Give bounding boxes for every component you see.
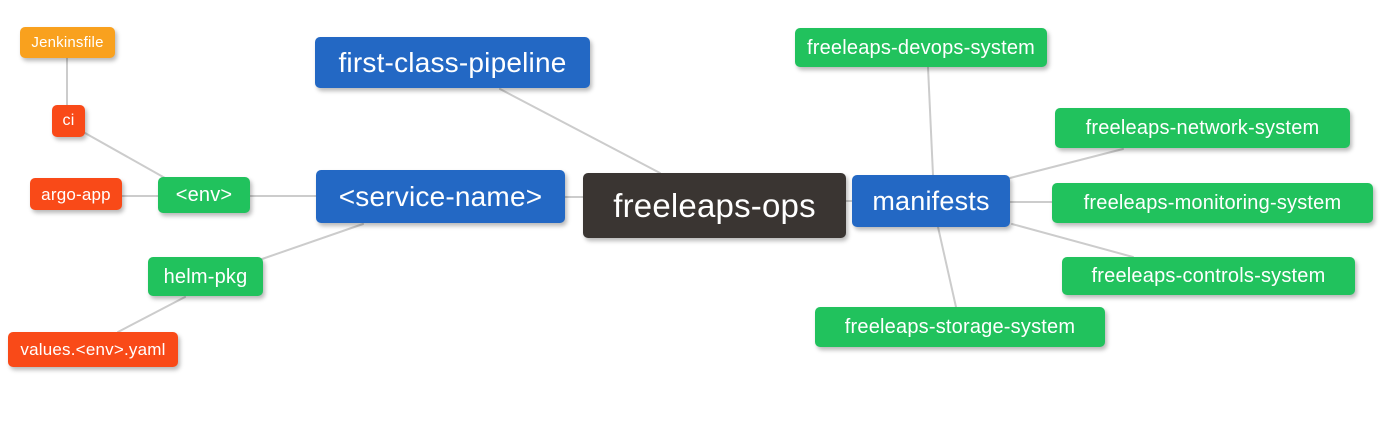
mindmap-node-label: argo-app [41, 184, 111, 204]
mindmap-node-label: freeleaps-storage-system [844, 316, 1076, 338]
mindmap-node-argo-app[interactable]: argo-app [30, 178, 122, 210]
mindmap-node-ci[interactable]: ci [52, 105, 85, 137]
mindmap-node-label: values.<env>.yaml [20, 340, 166, 359]
mindmap-node-first-class-pipeline[interactable]: first-class-pipeline [315, 37, 590, 88]
mindmap-node-service-name[interactable]: <service-name> [316, 170, 565, 223]
mindmap-node-freeleaps-controls-system[interactable]: freeleaps-controls-system [1062, 257, 1355, 295]
mindmap-node-label: <env> [175, 184, 233, 206]
mindmap-node-jenkinsfile[interactable]: Jenkinsfile [20, 27, 115, 58]
mindmap-node-label: manifests [872, 185, 990, 216]
mindmap-node-freeleaps-storage-system[interactable]: freeleaps-storage-system [815, 307, 1105, 347]
mindmap-node-freeleaps-network-system[interactable]: freeleaps-network-system [1055, 108, 1350, 148]
edge-manifests-storage [937, 226, 957, 308]
mindmap-node-label: freeleaps-controls-system [1091, 265, 1326, 287]
mindmap-node-label: first-class-pipeline [338, 46, 567, 78]
mindmap-node-label: freeleaps-devops-system [806, 36, 1036, 59]
mindmap-node-manifests[interactable]: manifests [852, 175, 1010, 227]
mindmap-node-label: freeleaps-network-system [1085, 117, 1320, 139]
mindmap-node-label: freeleaps-ops [613, 187, 816, 224]
mindmap-node-values-env-yaml[interactable]: values.<env>.yaml [8, 332, 178, 367]
edge-values-helm-pkg [117, 296, 186, 333]
mindmap-node-label: helm-pkg [163, 265, 248, 288]
edge-devops-manifests [927, 66, 934, 176]
edge-manifests-network [1009, 148, 1124, 179]
edge-ci-env [84, 132, 166, 179]
edge-helm-pkg-service-name [261, 223, 364, 260]
edge-pipeline-ops [499, 88, 661, 174]
mindmap-node-label: ci [62, 112, 75, 129]
mindmap-node-label: freeleaps-monitoring-system [1083, 192, 1342, 214]
mindmap-node-freeleaps-monitoring-system[interactable]: freeleaps-monitoring-system [1052, 183, 1373, 223]
mindmap-node-env[interactable]: <env> [158, 177, 250, 213]
mindmap-node-helm-pkg[interactable]: helm-pkg [148, 257, 263, 296]
mindmap-node-freeleaps-ops[interactable]: freeleaps-ops [583, 173, 846, 238]
edge-manifests-controls [1011, 223, 1134, 258]
mindmap-node-label: <service-name> [338, 180, 543, 212]
mindmap-node-freeleaps-devops-system[interactable]: freeleaps-devops-system [795, 28, 1047, 67]
mindmap-node-label: Jenkinsfile [31, 34, 104, 51]
